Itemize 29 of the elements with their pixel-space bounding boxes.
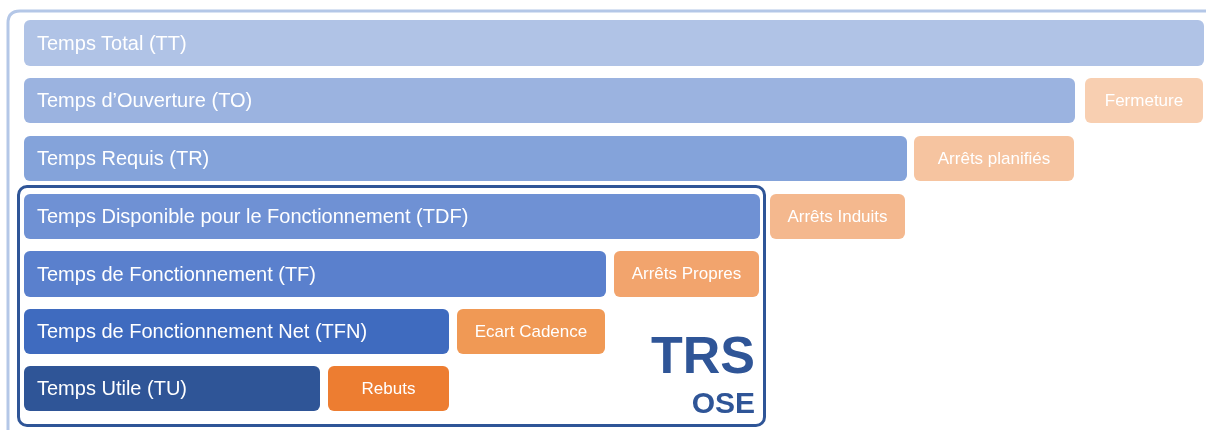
time-bar — [24, 136, 907, 181]
bar-label: Temps Total (TT) — [37, 31, 187, 55]
time-bar — [24, 309, 449, 354]
time-bar — [24, 20, 1204, 66]
loss-box — [1085, 78, 1203, 123]
group-frame — [17, 185, 766, 427]
bar-label: Temps de Fonctionnement (TF) — [37, 262, 316, 286]
bar-label: Temps Utile (TU) — [37, 377, 187, 400]
bar-label: Temps de Fonctionnement Net (TFN) — [37, 320, 368, 343]
time-bar — [24, 251, 606, 297]
loss-box — [770, 194, 905, 239]
loss-label: Arrêts Propres — [631, 264, 742, 284]
bar-label: Temps d’Ouverture (TO) — [37, 89, 253, 112]
bar-label: Temps Requis (TR) — [37, 147, 210, 170]
time-bar — [24, 78, 1075, 123]
loss-label: Arrêts Induits — [787, 206, 888, 227]
loss-label: Fermeture — [1104, 90, 1184, 111]
loss-box — [914, 136, 1074, 181]
loss-box — [457, 309, 605, 354]
time-bar — [24, 194, 760, 239]
loss-box — [328, 366, 449, 411]
loss-box — [614, 251, 759, 297]
time-bar — [24, 366, 320, 411]
loss-label: Ecart Cadence — [474, 321, 588, 342]
bar-label: Temps Disponible pour le Fonctionnement (TDF) — [37, 205, 469, 228]
indicator-title: TRS — [651, 329, 755, 381]
loss-label: Rebuts — [361, 378, 416, 399]
indicator-subtitle: OSE — [691, 388, 755, 418]
loss-label: Arrêts planifiés — [937, 148, 1051, 169]
